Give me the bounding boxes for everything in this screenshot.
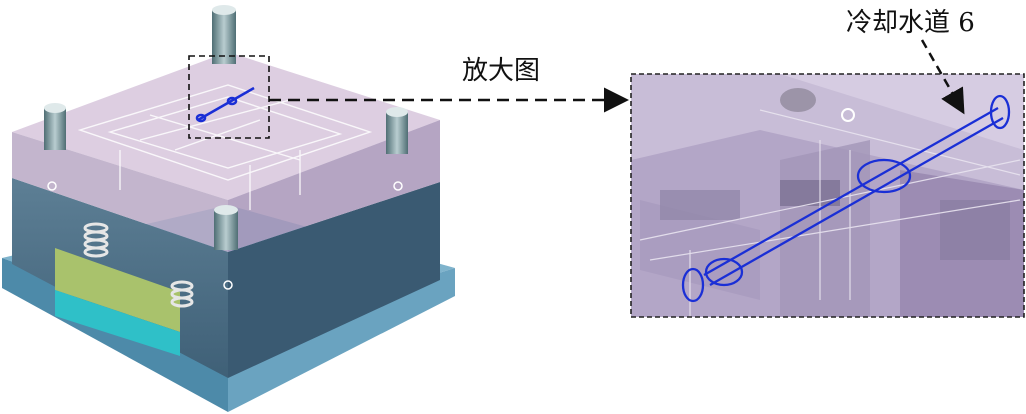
base-plate-right bbox=[228, 268, 455, 412]
spring-right bbox=[170, 280, 194, 308]
mold-lower-right bbox=[228, 182, 440, 378]
enlarged-view-label: 放大图 bbox=[462, 56, 541, 86]
mold-upper-left bbox=[12, 132, 228, 252]
zoom-panel bbox=[630, 73, 1025, 318]
mold-top-face bbox=[12, 52, 440, 200]
cooling-channel-label: 冷却水道 6 bbox=[846, 8, 975, 38]
mold-assembly bbox=[2, 5, 455, 412]
spring-left bbox=[83, 222, 109, 258]
ejector-plate bbox=[55, 248, 180, 332]
cooling-channel-overview bbox=[195, 86, 255, 123]
cooling-channel-6 bbox=[681, 94, 1011, 303]
guide-pillar-top bbox=[212, 5, 236, 64]
guide-pillar-right bbox=[386, 107, 408, 154]
screw-markers bbox=[47, 181, 403, 290]
ejector-plate-edge bbox=[55, 290, 180, 356]
magnify-region-box bbox=[188, 55, 270, 139]
channel-leader-arrow bbox=[920, 39, 965, 115]
guide-pillar-front bbox=[214, 205, 238, 250]
guide-pillar-left bbox=[44, 103, 66, 150]
zoom-panel-frame bbox=[630, 73, 1025, 318]
